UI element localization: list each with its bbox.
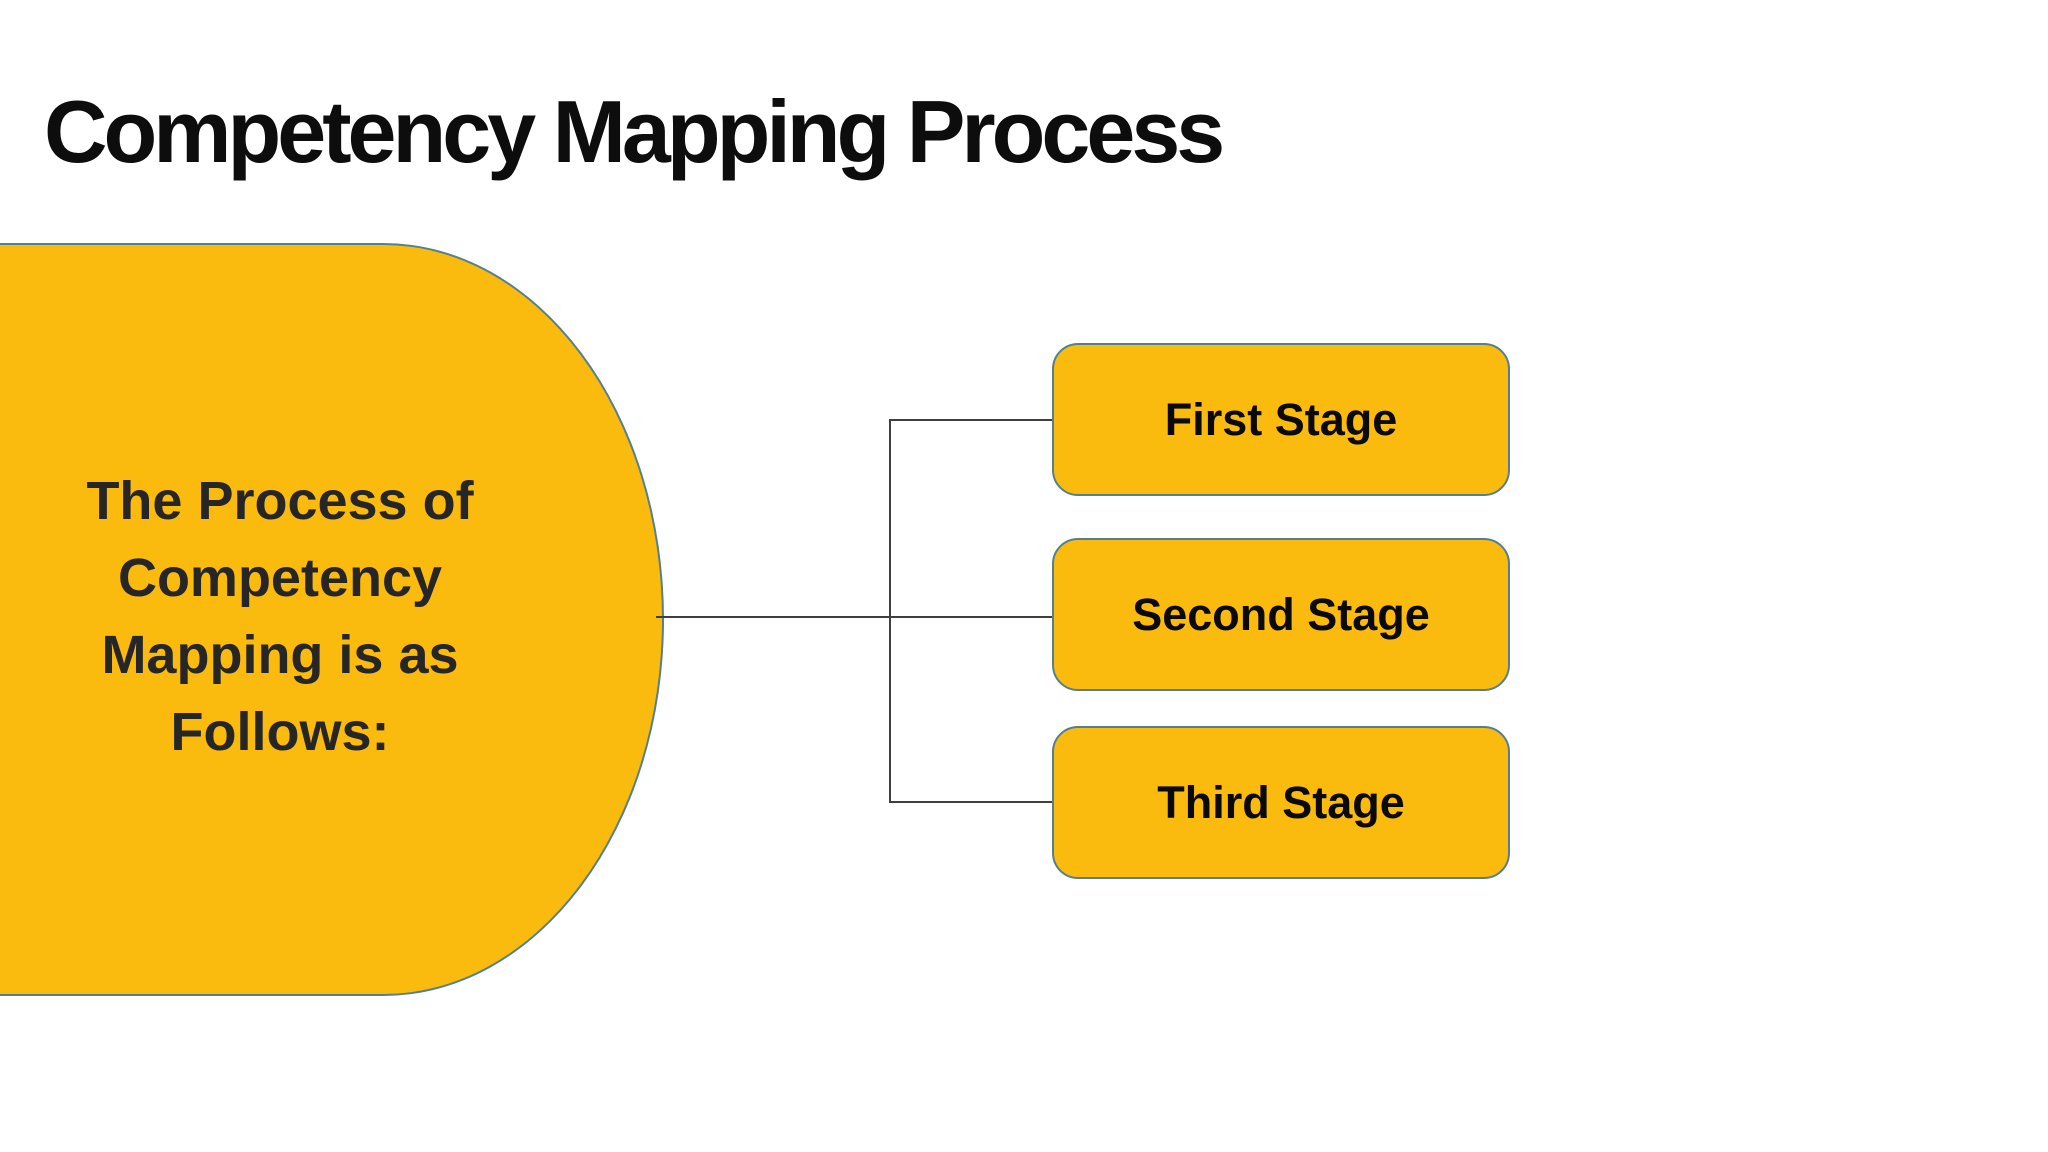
- stage-label-first: First Stage: [1164, 393, 1398, 445]
- connector-vertical-spine: [889, 419, 891, 803]
- stage-box-first: First Stage: [1052, 343, 1510, 496]
- connector-branch-third: [889, 801, 1052, 803]
- process-source-shape: [0, 243, 664, 996]
- source-text-line-1: The Process of: [86, 471, 474, 531]
- source-text-line-3: Mapping is as: [101, 625, 459, 685]
- stage-label-third: Third Stage: [1157, 776, 1405, 828]
- source-text-line-4: Follows:: [170, 702, 390, 762]
- connector-main-line: [656, 616, 1054, 618]
- stage-label-second: Second Stage: [1132, 588, 1430, 640]
- source-text: The Process of Competency Mapping is as …: [0, 463, 560, 771]
- slide-title: Competency Mapping Process: [44, 82, 1225, 181]
- source-text-line-2: Competency: [117, 548, 443, 608]
- connector-branch-first: [889, 419, 1052, 421]
- stage-box-third: Third Stage: [1052, 726, 1510, 879]
- stage-box-second: Second Stage: [1052, 538, 1510, 691]
